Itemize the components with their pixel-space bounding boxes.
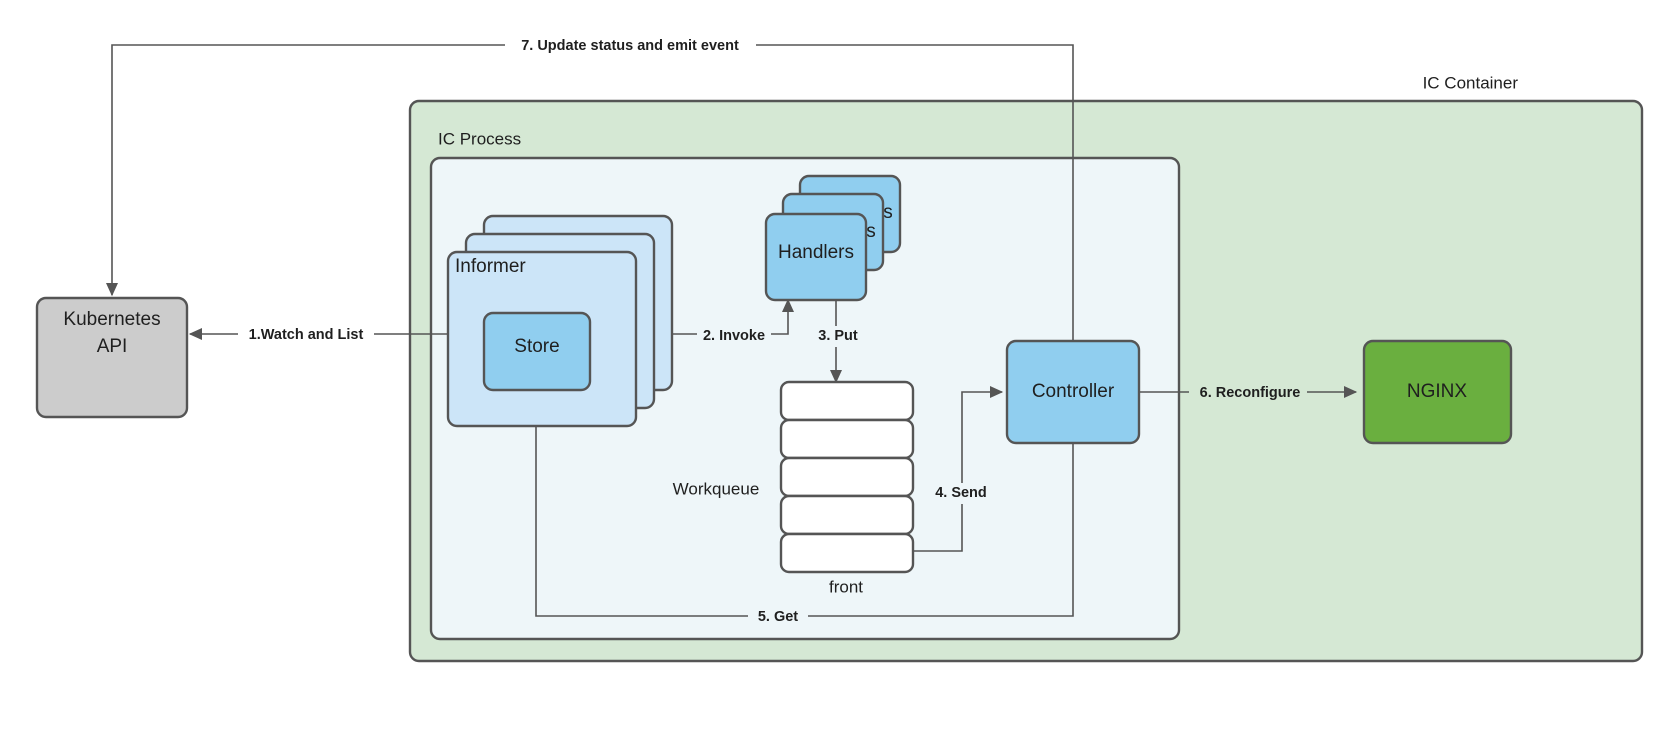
edge-3-label-bg (808, 326, 866, 347)
controller-label: Controller (1032, 381, 1115, 402)
node-kubernetes-api[interactable]: Kubernetes API (35, 296, 189, 419)
node-workqueue[interactable]: Workqueue front (673, 380, 915, 596)
edge-6-label-bg (1189, 382, 1307, 403)
nginx-box[interactable] (1362, 339, 1513, 445)
store-box[interactable] (482, 311, 592, 392)
edge-5-label: 5. Get (758, 609, 798, 625)
edge-7-label-bg (505, 34, 756, 56)
edge-7-label: 7. Update status and emit event (521, 38, 739, 54)
edge-1-label: 1.Watch and List (249, 327, 364, 343)
edge-1-label-bg (238, 324, 374, 345)
edge-3-put: 3. Put (808, 300, 866, 384)
kubernetes-api-label-line2: API (97, 336, 128, 357)
nginx-label: NGINX (1407, 381, 1468, 402)
edge-5-get: 5. Get (530, 388, 1074, 627)
kubernetes-api-box[interactable] (35, 296, 189, 419)
workqueue-cell-3[interactable] (779, 494, 915, 536)
workqueue-cell-1[interactable] (779, 418, 915, 460)
node-store[interactable]: Store (482, 311, 592, 392)
controller-box[interactable] (1005, 339, 1141, 445)
workqueue-cell-4[interactable] (779, 532, 915, 574)
edge-4-send: 4. Send (913, 386, 1004, 552)
workqueue-cell-2[interactable] (779, 456, 915, 498)
handlers-card-back-1-label: s (866, 221, 876, 242)
edge-4-label-bg (928, 483, 994, 504)
edge-2-invoke: 2. Invoke (644, 298, 794, 346)
workqueue-label: Workqueue (673, 479, 760, 498)
node-nginx[interactable]: NGINX (1362, 339, 1513, 445)
ic-container-label: IC Container (1423, 73, 1519, 92)
kubernetes-api-label-line1: Kubernetes (63, 309, 160, 330)
handlers-card-front[interactable] (764, 212, 868, 302)
edge-4-path (913, 386, 1004, 552)
workqueue-front-label: front (829, 577, 863, 596)
edge-2-label: 2. Invoke (703, 328, 765, 344)
edge-6-label: 6. Reconfigure (1200, 385, 1301, 401)
node-handlers-stack[interactable]: s s Handlers (764, 174, 902, 302)
handlers-card-back-2-label: s (883, 202, 893, 223)
edge-4-label: 4. Send (935, 485, 987, 501)
edge-2-label-bg (697, 325, 771, 346)
handlers-label: Handlers (778, 242, 854, 263)
edge-3-label: 3. Put (818, 328, 858, 344)
ic-process-label: IC Process (438, 129, 521, 148)
edge-7-update-status: 7. Update status and emit event (106, 34, 1074, 341)
store-label: Store (514, 336, 559, 357)
edge-5-label-bg (748, 606, 808, 627)
edge-6-reconfigure: 6. Reconfigure (1139, 382, 1358, 403)
node-controller[interactable]: Controller (1005, 339, 1141, 445)
workqueue-cell-0[interactable] (779, 380, 915, 422)
edge-2-path (644, 298, 794, 335)
informer-label: Informer (455, 256, 526, 277)
